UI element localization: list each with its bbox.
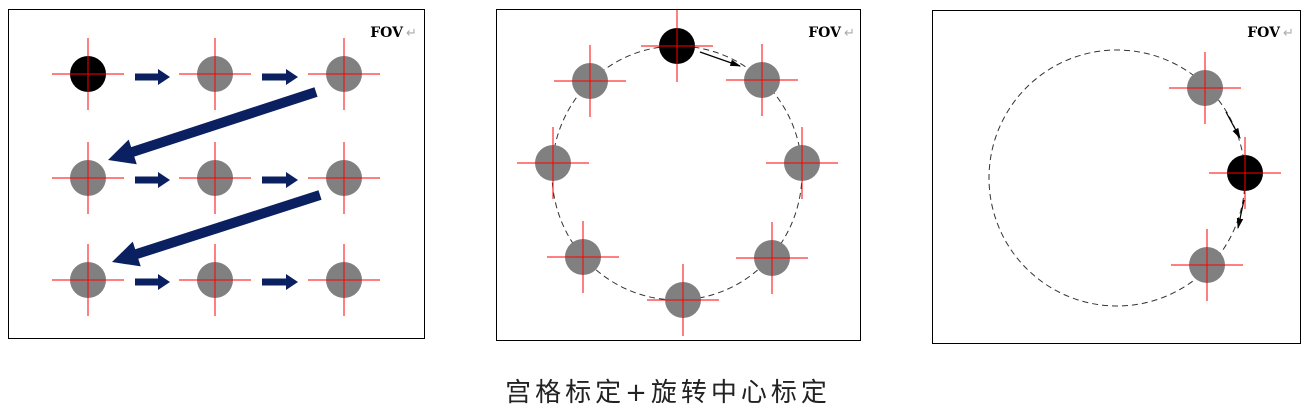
active-calibration-point <box>52 38 124 110</box>
calibration-point <box>726 44 798 116</box>
active-calibration-point <box>1209 137 1281 209</box>
panel-frame <box>932 10 1301 344</box>
scan-arrow <box>108 87 318 165</box>
fov-label: FOV <box>370 25 404 41</box>
scan-arrow <box>112 190 322 267</box>
direction-arrow-up <box>1225 111 1241 139</box>
calibration-point <box>766 127 838 199</box>
calibration-point <box>1169 52 1241 124</box>
calibration-point <box>736 222 808 294</box>
scan-arrow <box>135 274 170 290</box>
fov-label: FOV <box>1247 25 1281 41</box>
circular-calibration-panel: FOV ↵ <box>496 9 861 341</box>
return-mark: ↵ <box>844 26 855 41</box>
direction-arrow <box>699 51 742 67</box>
scan-arrow <box>135 172 170 188</box>
scan-arrow <box>262 274 298 290</box>
calibration-point <box>308 142 380 214</box>
fov-label: FOV <box>808 25 842 41</box>
calibration-point <box>179 142 251 214</box>
scan-arrow <box>262 172 298 188</box>
calibration-point <box>52 142 124 214</box>
calibration-point <box>179 38 251 110</box>
return-mark: ↵ <box>1283 26 1294 41</box>
calibration-point <box>547 221 619 293</box>
return-mark: ↵ <box>406 26 417 41</box>
calibration-point <box>308 38 380 110</box>
calibration-point <box>52 244 124 316</box>
calibration-point <box>517 127 589 199</box>
panel-frame <box>496 9 861 341</box>
calibration-point <box>179 244 251 316</box>
grid-calibration-panel: FOV ↵ <box>8 9 425 339</box>
scan-arrow <box>135 69 170 85</box>
panel-frame <box>8 9 425 339</box>
scan-arrow <box>262 69 298 85</box>
calibration-point <box>1171 229 1243 301</box>
calibration-point <box>308 244 380 316</box>
figure-caption: 宫格标定+旋转中心标定 <box>505 378 831 408</box>
rotation-center-calibration-panel: FOV ↵ <box>932 10 1301 344</box>
direction-arrow-down <box>1236 199 1245 230</box>
active-calibration-point <box>641 10 713 82</box>
calibration-point <box>647 264 719 336</box>
calibration-point <box>554 45 626 117</box>
